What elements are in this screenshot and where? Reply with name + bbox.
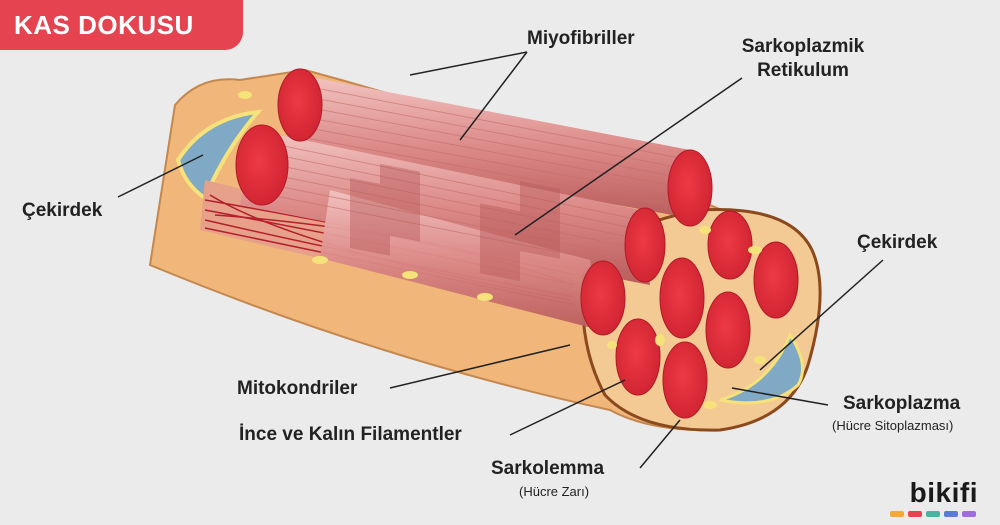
nucleus-right	[719, 331, 804, 405]
label-ince-kalin-filamentler: İnce ve Kalın Filamentler	[239, 424, 462, 445]
myofibril-end	[277, 68, 323, 142]
label-sarkoplazmik: Sarkoplazmik	[741, 36, 865, 57]
mitochondria	[238, 91, 766, 409]
label-sarkolemma-sub: (Hücre Zarı)	[519, 484, 590, 499]
label-sarkolemma: Sarkolemma	[491, 458, 605, 479]
pointer-lines	[117, 51, 884, 469]
page-title: KAS DOKUSU	[0, 0, 243, 50]
label-mitokondriler: Mitokondriler	[237, 378, 358, 399]
label-cekirdek-left: Çekirdek	[22, 200, 103, 221]
myofibril-end	[667, 149, 713, 227]
label-retikulum: Retikulum	[757, 60, 849, 81]
label-miyofibriller: Miyofibriller	[527, 28, 635, 49]
label-cekirdek-right: Çekirdek	[857, 232, 938, 253]
myofibril-end	[235, 124, 289, 206]
label-sarkoplazma: Sarkoplazma	[843, 393, 961, 414]
brand-text: bikifi	[909, 477, 978, 508]
cross-section-myofibrils	[580, 210, 799, 419]
label-sarkoplazma-sub: (Hücre Sitoplazması)	[832, 418, 954, 433]
nucleus-left	[175, 109, 263, 201]
myofibril-end	[624, 207, 666, 283]
